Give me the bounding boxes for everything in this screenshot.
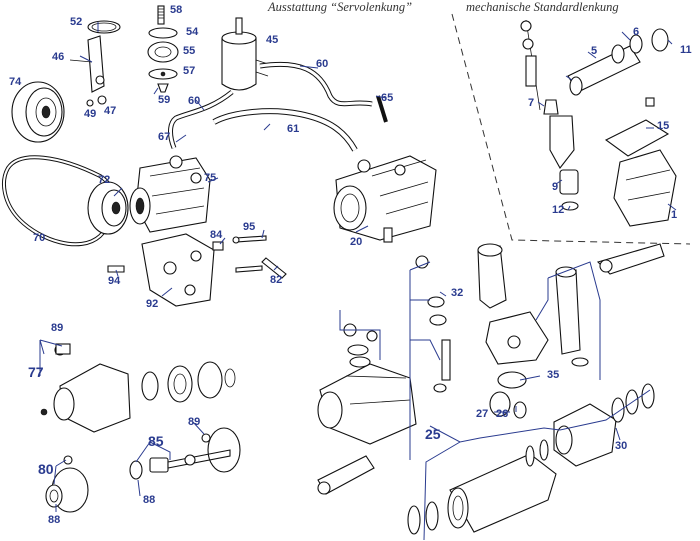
pump-variant-part — [40, 343, 131, 433]
callout-59: 59 — [158, 94, 171, 106]
nut-part — [97, 95, 107, 105]
callout-1: 1 — [671, 209, 678, 221]
hoses-part — [168, 61, 388, 152]
manual-steering-heading: mechanische Standardlenkung — [466, 0, 619, 14]
callout-32: 32 — [451, 287, 464, 299]
callout-60-upper: 60 — [316, 58, 329, 70]
valve-assembly-85-part — [129, 427, 241, 480]
bolts-part — [107, 235, 287, 279]
callout-72: 72 — [98, 174, 111, 186]
callout-12: 12 — [552, 204, 565, 216]
callout-leaders — [39, 22, 677, 541]
callout-70: 70 — [33, 232, 46, 244]
callout-94: 94 — [108, 275, 121, 287]
callout-74: 74 — [9, 76, 22, 88]
callout-60-lower: 60 — [188, 95, 201, 107]
hose-clamp-part — [87, 20, 121, 34]
manual-steering-parts — [520, 19, 677, 275]
callout-75: 75 — [204, 172, 217, 184]
callout-15: 15 — [657, 120, 670, 132]
reservoir-cap-parts — [147, 5, 179, 93]
callout-9: 9 — [552, 181, 559, 193]
callout-85: 85 — [148, 433, 164, 449]
washer-part — [86, 99, 94, 107]
pulley-72-part — [87, 181, 129, 235]
callout-11: 11 — [680, 44, 692, 56]
bracket-part — [69, 35, 105, 93]
callout-5: 5 — [591, 45, 598, 57]
callout-54: 54 — [186, 26, 199, 38]
callout-7: 7 — [528, 97, 535, 109]
callout-77: 77 — [28, 364, 44, 380]
callout-55: 55 — [183, 45, 196, 57]
callout-35: 35 — [547, 369, 560, 381]
callout-45: 45 — [266, 34, 279, 46]
callout-26: 26 — [496, 408, 509, 420]
callout-49: 49 — [84, 108, 97, 120]
exploded-steering-box-part — [317, 243, 655, 535]
section-divider — [451, 13, 691, 245]
callout-46: 46 — [52, 51, 65, 63]
callout-27: 27 — [476, 408, 489, 420]
callout-25: 25 — [425, 426, 441, 442]
pump-bracket-part — [141, 233, 215, 307]
callout-52: 52 — [70, 16, 83, 28]
seal-ring-80-part — [45, 455, 89, 513]
callout-95: 95 — [243, 221, 256, 233]
callout-61: 61 — [287, 123, 300, 135]
callout-57: 57 — [183, 65, 196, 77]
power-steering-heading: Ausstattung “Servolenkung” — [268, 0, 413, 14]
callout-92: 92 — [146, 298, 159, 310]
callout-20: 20 — [350, 236, 363, 248]
callout-58: 58 — [170, 4, 183, 16]
callout-88-left: 88 — [48, 514, 61, 526]
pump-internal-parts — [141, 361, 236, 403]
callout-89-lower: 89 — [188, 416, 201, 428]
power-steering-box-part — [333, 155, 437, 243]
v-belt-part — [2, 155, 117, 247]
callout-47: 47 — [104, 105, 117, 117]
oil-reservoir-part — [221, 17, 269, 91]
callout-67: 67 — [158, 131, 171, 143]
power-steering-pump-part — [129, 155, 211, 233]
callout-82: 82 — [270, 274, 283, 286]
callout-89-upper: 89 — [51, 322, 64, 334]
pulley-74-part — [11, 81, 65, 143]
callout-84: 84 — [210, 229, 223, 241]
callout-65: 65 — [381, 92, 394, 104]
callout-30: 30 — [615, 440, 628, 452]
callout-6-upper: 6 — [633, 26, 640, 38]
callout-88-middle: 88 — [143, 494, 156, 506]
callout-80: 80 — [38, 461, 54, 477]
